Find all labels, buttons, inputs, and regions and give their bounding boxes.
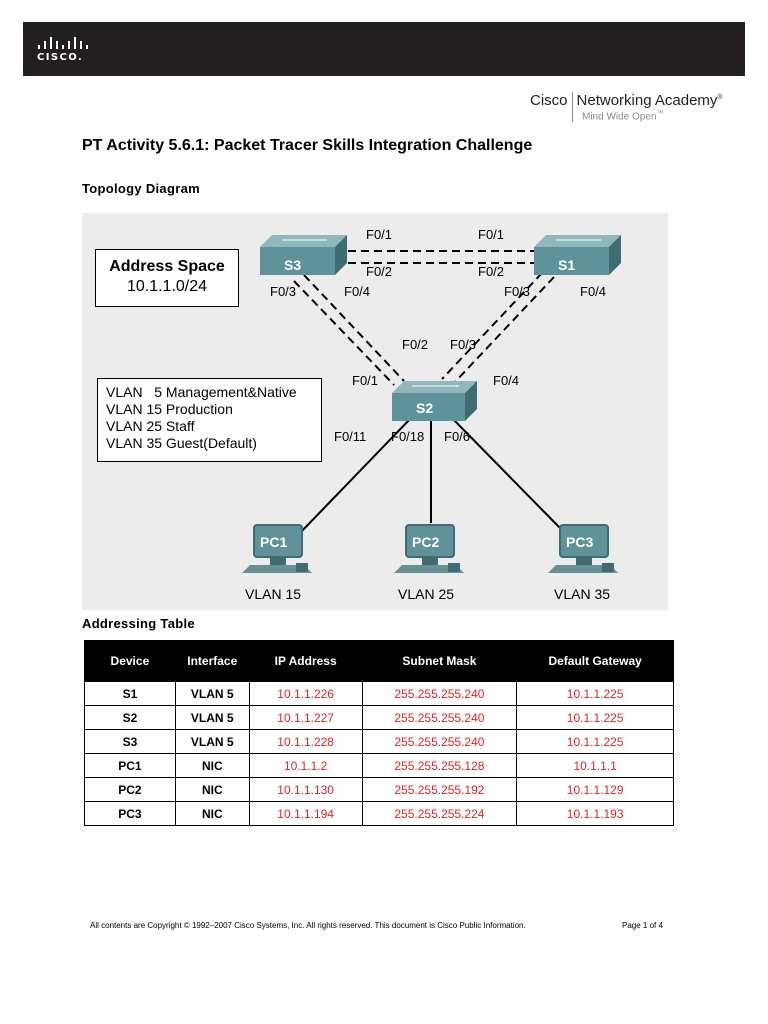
- mask-cell: 255.255.255.240: [361, 681, 518, 706]
- cisco-bars-icon: [38, 37, 88, 49]
- academy-tagline-tm: ™: [656, 110, 664, 117]
- cisco-logo-text: CISCO.: [37, 52, 84, 63]
- ip-cell: 10.1.1.228: [248, 729, 363, 754]
- interface-cell: NIC: [174, 777, 250, 802]
- ip-cell: 10.1.1.130: [248, 777, 363, 802]
- pc2-icon: [394, 524, 464, 573]
- port-label: F0/1: [478, 227, 505, 242]
- vlan-legend-item: VLAN 15 Production: [106, 401, 233, 417]
- mask-cell: 255.255.255.240: [361, 705, 518, 730]
- academy-brand: Cisco Networking Academy®: [530, 92, 723, 122]
- interface-cell: VLAN 5: [174, 729, 250, 754]
- pc3-vlan-label: VLAN 35: [554, 586, 611, 602]
- table-header-row: Device Interface IP Address Subnet Mask …: [84, 640, 674, 682]
- cisco-logo: CISCO.: [36, 35, 96, 67]
- mask-cell: 255.255.255.192: [361, 777, 518, 802]
- vlan-legend-item: VLAN 35 Guest(Default): [106, 435, 257, 451]
- table-row: S1 VLAN 5 10.1.1.226 255.255.255.240 10.…: [84, 681, 674, 706]
- academy-tagline: Mind Wide Open™: [582, 110, 663, 122]
- device-cell: S3: [84, 729, 176, 754]
- table-row: S3 VLAN 5 10.1.1.228 255.255.255.240 10.…: [84, 729, 674, 754]
- switch-s1-icon: [534, 235, 621, 275]
- device-cell: PC2: [84, 777, 176, 802]
- page-number: Page 1 of 4: [622, 921, 663, 930]
- address-space-title: Address Space: [109, 258, 225, 275]
- s2-label: S2: [416, 400, 434, 416]
- port-label: F0/4: [580, 284, 607, 299]
- port-label: F0/6: [444, 429, 471, 444]
- table-row: PC2 NIC 10.1.1.130 255.255.255.192 10.1.…: [84, 777, 674, 802]
- port-label: F0/18: [391, 429, 425, 444]
- address-space-box: Address Space 10.1.1.0/24: [95, 249, 239, 307]
- interface-cell: NIC: [174, 753, 250, 778]
- ip-cell: 10.1.1.2: [248, 753, 363, 778]
- vlan-legend-item: VLAN 5 Management&Native: [106, 384, 297, 400]
- column-header: Default Gateway: [516, 640, 674, 682]
- port-label: F0/1: [352, 373, 379, 388]
- addressing-table: Device Interface IP Address Subnet Mask …: [84, 640, 674, 826]
- academy-tagline-text: Mind Wide Open: [582, 111, 657, 123]
- device-cell: S2: [84, 705, 176, 730]
- gateway-cell: 10.1.1.129: [516, 777, 674, 802]
- column-header: Device: [84, 640, 176, 682]
- port-label: F0/3: [270, 284, 297, 299]
- column-header: Interface: [174, 640, 250, 682]
- vlan-legend-item: VLAN 25 Staff: [106, 418, 195, 434]
- academy-reg-mark: ®: [717, 94, 723, 101]
- table-row: PC3 NIC 10.1.1.194 255.255.255.224 10.1.…: [84, 801, 674, 826]
- mask-cell: 255.255.255.240: [361, 729, 518, 754]
- header-bar: [23, 22, 745, 76]
- topology-links: [242, 235, 621, 573]
- port-label: F0/3: [504, 284, 531, 299]
- switch-s3-icon: [260, 235, 347, 275]
- device-cell: PC1: [84, 753, 176, 778]
- port-label: F0/11: [334, 429, 367, 444]
- address-space-value: 10.1.1.0/24: [126, 278, 208, 295]
- port-label: F0/3: [450, 337, 477, 352]
- s1-label: S1: [558, 257, 576, 273]
- ip-cell: 10.1.1.226: [248, 681, 363, 706]
- pc2-label: PC2: [412, 534, 440, 550]
- table-row: PC1 NIC 10.1.1.2 255.255.255.128 10.1.1.…: [84, 753, 674, 778]
- pc3-icon: [548, 524, 618, 573]
- page-title: PT Activity 5.6.1: Packet Tracer Skills …: [82, 137, 533, 154]
- pc1-label: PC1: [260, 534, 288, 550]
- interface-cell: VLAN 5: [174, 681, 250, 706]
- academy-brand-name: Networking Academy: [576, 92, 718, 109]
- device-cell: S1: [84, 681, 176, 706]
- vlan-legend: VLAN 5 Management&Native VLAN 15 Product…: [97, 378, 322, 462]
- mask-cell: 255.255.255.128: [361, 753, 518, 778]
- pc1-vlan-label: VLAN 15: [245, 586, 302, 602]
- device-cell: PC3: [84, 801, 176, 826]
- gateway-cell: 10.1.1.225: [516, 729, 674, 754]
- pc2-vlan-label: VLAN 25: [398, 586, 455, 602]
- mask-cell: 255.255.255.224: [361, 801, 518, 826]
- ip-cell: 10.1.1.194: [248, 801, 363, 826]
- port-label: F0/2: [478, 264, 505, 279]
- ip-cell: 10.1.1.227: [248, 705, 363, 730]
- academy-brand-cisco: Cisco: [530, 92, 568, 109]
- interface-cell: VLAN 5: [174, 705, 250, 730]
- port-label: F0/1: [366, 227, 393, 242]
- port-label: F0/4: [493, 373, 520, 388]
- port-label: F0/2: [366, 264, 393, 279]
- gateway-cell: 10.1.1.225: [516, 681, 674, 706]
- gateway-cell: 10.1.1.1: [516, 753, 674, 778]
- s3-label: S3: [284, 257, 302, 273]
- interface-cell: NIC: [174, 801, 250, 826]
- port-label: F0/4: [344, 284, 371, 299]
- port-label: F0/2: [402, 337, 429, 352]
- footer-copyright: All contents are Copyright © 1992–2007 C…: [90, 921, 526, 930]
- pc1-icon: [242, 524, 312, 573]
- topology-diagram: Address Space 10.1.1.0/24 VLAN 5 Managem…: [82, 213, 668, 610]
- topology-heading: Topology Diagram: [82, 181, 200, 196]
- pc3-label: PC3: [566, 534, 594, 550]
- addressing-heading: Addressing Table: [82, 616, 195, 631]
- column-header: Subnet Mask: [361, 640, 518, 682]
- switch-s2-icon: [392, 381, 477, 421]
- column-header: IP Address: [248, 640, 363, 682]
- gateway-cell: 10.1.1.193: [516, 801, 674, 826]
- gateway-cell: 10.1.1.225: [516, 705, 674, 730]
- table-row: S2 VLAN 5 10.1.1.227 255.255.255.240 10.…: [84, 705, 674, 730]
